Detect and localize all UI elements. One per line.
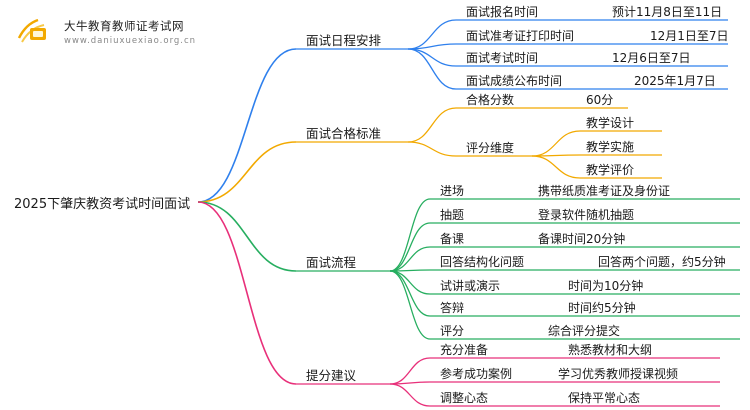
item-schedule-1: 面试准考证打印时间 [466, 28, 574, 43]
value-process-3: 回答两个问题，约5分钟 [598, 254, 726, 269]
link-standard-1-2 [531, 155, 581, 179]
link-process-4 [389, 270, 431, 295]
item-schedule-3: 面试成绩公布时间 [466, 73, 562, 88]
link-schedule-1 [407, 43, 457, 50]
brand-url: www.daniuxuexiao.org.cn [64, 36, 197, 46]
item-advice-1: 参考成功案例 [440, 366, 512, 381]
value-advice-2: 保持平常心态 [568, 390, 640, 405]
item-schedule-0: 面试报名时间 [466, 4, 538, 19]
link-advice-0 [389, 357, 431, 385]
link-process-2 [389, 246, 431, 272]
item-advice-0: 充分准备 [440, 342, 488, 357]
link-standard-1 [407, 141, 457, 157]
value-schedule-0: 预计11月8日至11日 [612, 5, 722, 19]
branch-schedule: 面试日程安排 [306, 33, 382, 48]
value-process-2: 备课时间20分钟 [538, 231, 625, 246]
value-process-6: 综合评分提交 [548, 323, 620, 338]
branch-standard: 面试合格标准 [306, 126, 381, 141]
subitem-standard-0: 教学设计 [586, 115, 634, 130]
item-process-3: 回答结构化问题 [440, 254, 524, 269]
book-logo-icon [17, 18, 46, 43]
value-process-0: 携带纸质准考证及身份证 [538, 183, 670, 198]
link-advice-2 [389, 383, 431, 407]
value-process-5: 时间约5分钟 [568, 300, 636, 315]
mindmap-links [197, 19, 740, 407]
value-advice-1: 学习优秀教师授课视频 [558, 366, 678, 381]
value-schedule-1: 12月1日至7日 [650, 29, 729, 43]
link-root-standard [197, 141, 297, 203]
item-standard-0: 合格分数 [466, 92, 514, 107]
value-advice-0: 熟悉教材和大纲 [568, 342, 652, 357]
branch-process: 面试流程 [306, 255, 357, 270]
item-process-5: 答辩 [440, 300, 464, 315]
item-process-4: 试讲或演示 [440, 278, 500, 293]
link-process-0 [389, 198, 431, 272]
item-process-6: 评分 [440, 324, 464, 338]
value-schedule-3: 2025年1月7日 [634, 74, 716, 88]
item-process-2: 备课 [440, 232, 464, 246]
branch-advice: 提分建议 [306, 368, 357, 383]
subitem-standard-1: 教学实施 [586, 139, 634, 154]
link-root-process [197, 201, 297, 272]
item-advice-2: 调整心态 [440, 390, 488, 405]
link-process-6 [389, 270, 431, 340]
link-schedule-0 [407, 19, 457, 50]
link-standard-0 [407, 107, 457, 143]
link-root-advice [197, 201, 297, 385]
root-topic: 2025下肇庆教资考试时间面试 [14, 196, 190, 212]
item-standard-1: 评分维度 [466, 140, 514, 155]
item-process-0: 进场 [440, 184, 464, 198]
link-process-1 [389, 222, 431, 272]
link-schedule-2 [407, 48, 457, 67]
item-schedule-2: 面试考试时间 [466, 50, 538, 65]
item-process-1: 抽题 [440, 208, 464, 222]
link-root-schedule [197, 48, 297, 203]
subitem-standard-2: 教学评价 [586, 162, 634, 177]
brand-name: 大牛教育教师证考试网 [64, 19, 184, 33]
link-standard-1-0 [531, 130, 581, 157]
link-schedule-3 [407, 48, 457, 90]
mindmap-nodes: 2025下肇庆教资考试时间面试 面试日程安排 面试报名时间 预计11月8日至11日面试… [14, 4, 729, 405]
value-process-4: 时间为10分钟 [568, 278, 643, 293]
value-process-1: 登录软件随机抽题 [538, 207, 634, 222]
brand-logo-block: 大牛教育教师证考试网 www.daniuxuexiao.org.cn [12, 10, 212, 50]
value-schedule-2: 12月6日至7日 [612, 51, 691, 65]
value-standard-0: 60分 [586, 93, 613, 107]
